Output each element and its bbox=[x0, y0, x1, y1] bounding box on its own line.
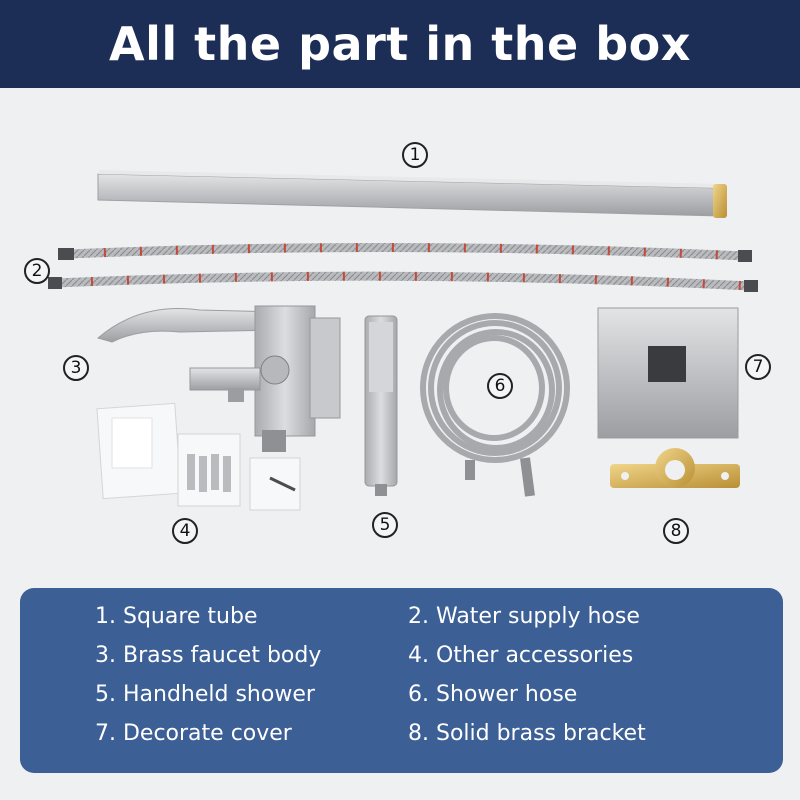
legend-item: 8. Solid brass bracket bbox=[408, 721, 646, 746]
legend-grid: 1. Square tube 2. Water supply hose 3. B… bbox=[95, 602, 783, 749]
legend-item: 4. Other accessories bbox=[408, 643, 634, 668]
product-photo: 1 2 3 4 5 6 7 8 bbox=[0, 88, 800, 588]
legend-item: 1. Square tube bbox=[95, 604, 258, 629]
legend-item: 7. Decorate cover bbox=[95, 721, 292, 746]
parts-legend: 1. Square tube 2. Water supply hose 3. B… bbox=[20, 588, 783, 773]
shower-hose bbox=[420, 313, 570, 497]
legend-item: 6. Shower hose bbox=[408, 682, 578, 707]
badge-4: 4 bbox=[172, 518, 198, 544]
solid-brass-bracket bbox=[610, 448, 740, 488]
page-title: All the part in the box bbox=[109, 17, 691, 71]
badge-3: 3 bbox=[63, 355, 89, 381]
legend-item: 3. Brass faucet body bbox=[95, 643, 322, 668]
brass-faucet-body bbox=[96, 305, 341, 452]
legend-item: 5. Handheld shower bbox=[95, 682, 315, 707]
square-tube bbox=[97, 170, 727, 218]
badge-6: 6 bbox=[487, 373, 513, 399]
decorate-cover bbox=[597, 307, 739, 439]
badge-2: 2 bbox=[24, 258, 50, 284]
other-accessories bbox=[96, 402, 301, 511]
badge-8: 8 bbox=[663, 518, 689, 544]
badge-7: 7 bbox=[745, 354, 771, 380]
title-banner: All the part in the box bbox=[0, 0, 800, 88]
legend-item: 2. Water supply hose bbox=[408, 604, 640, 629]
handheld-shower bbox=[364, 315, 398, 496]
badge-5: 5 bbox=[372, 512, 398, 538]
parts-illustration bbox=[48, 170, 758, 511]
badge-1: 1 bbox=[402, 142, 428, 168]
water-supply-hose bbox=[48, 242, 758, 292]
